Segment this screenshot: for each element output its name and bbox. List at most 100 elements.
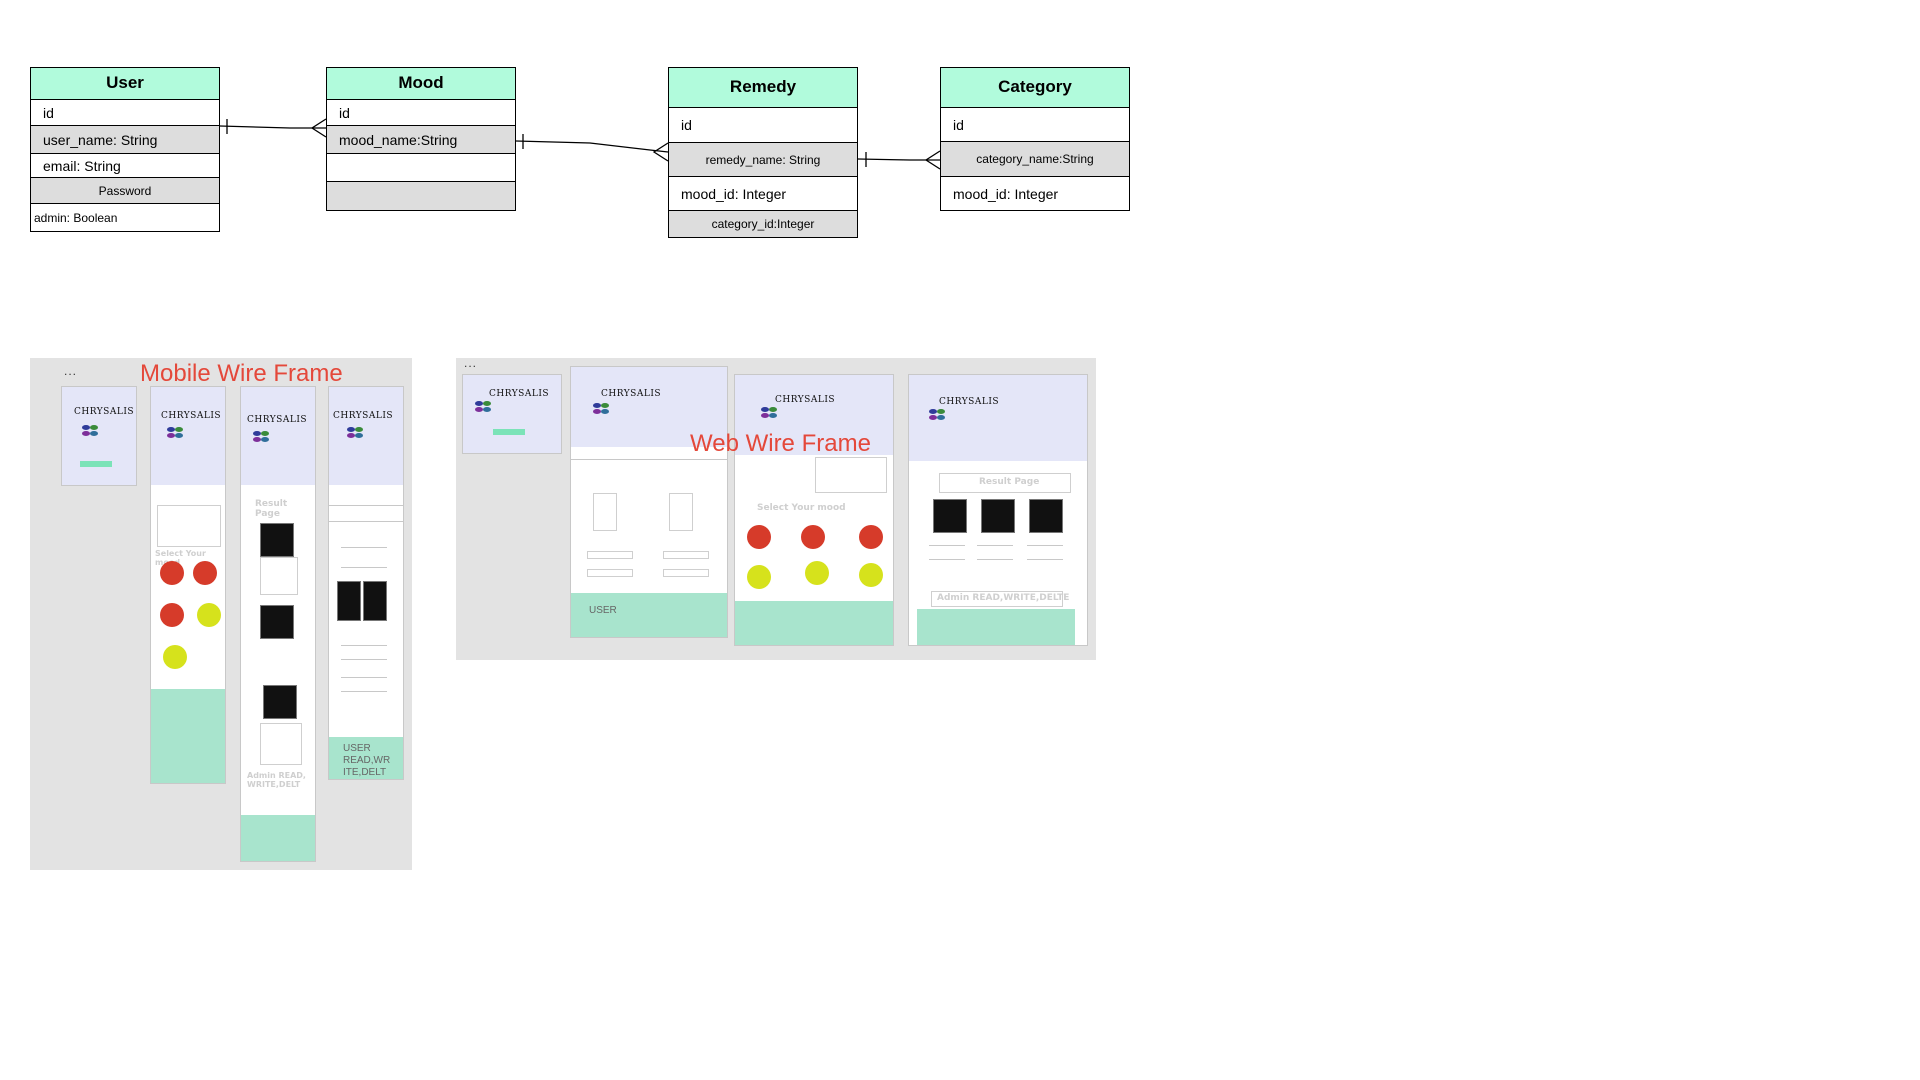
web-user-logo: CHRYSALIS [601,389,662,399]
remedy-field-categoryid: category_id:Integer [669,211,857,237]
mood-neutral-icon[interactable] [197,603,221,627]
web-mood-sad-icon[interactable] [801,525,825,549]
butterfly-icon [761,407,777,419]
mood-upset-icon[interactable] [160,603,184,627]
user-field-password: Password [31,178,219,204]
mood-field-moodname: mood_name:String [327,126,515,154]
mood-table-title: Mood [327,68,515,100]
web-result-banner [939,473,1071,493]
mobile-mood-image-placeholder [157,505,221,547]
web-mood-logo: CHRYSALIS [775,395,836,405]
mobile-landing-hero [62,387,136,485]
mood-angry-icon[interactable] [160,561,184,585]
web-frame-user: CHRYSALIS USER [570,366,728,638]
mobile-landing-logo: CHRYSALIS [74,407,135,417]
butterfly-icon [929,409,945,421]
web-menu-dots: ... [464,356,478,370]
mobile-frame-result: CHRYSALIS Result Page Admin READ, WRITE,… [240,386,316,862]
web-wireframe-label: Web Wire Frame [690,430,871,457]
web-result-image-2 [981,499,1015,533]
mobile-result-page-text: Result Page [255,499,288,519]
web-frame-result: CHRYSALIS Result Page Admin READ,WRITE,D… [908,374,1088,646]
user-image-2 [363,581,387,621]
mobile-user-text: USER READ,WR ITE,DELT [343,743,391,778]
mobile-user-hero [329,387,403,485]
mobile-user-logo: CHRYSALIS [333,411,394,421]
web-wireframe-panel: ... CHRYSALIS CHRYSALIS USER CHRYSALIS [456,356,1096,660]
web-mood-happy-icon[interactable] [859,563,883,587]
web-select-mood-text: Select Your mood [757,503,846,513]
mobile-mood-hero [151,387,225,485]
web-frame-mood: CHRYSALIS Select Your mood [734,374,894,646]
web-user-footer [571,593,727,637]
remedy-field-name: remedy_name: String [669,143,857,177]
result-image-1 [260,523,294,557]
mobile-frame-landing: CHRYSALIS [61,386,137,486]
butterfly-icon [347,427,363,439]
web-frame-landing: CHRYSALIS [462,374,562,454]
user-field-id: id [31,100,219,126]
user-table: User id user_name: String email: String … [30,67,220,232]
mood-sad-icon[interactable] [193,561,217,585]
web-user-image-2 [669,493,693,531]
result-image-3 [263,685,297,719]
mood-field-empty-1 [327,154,515,182]
mobile-user-footer [329,737,403,779]
category-field-id: id [941,108,1129,142]
category-field-name: category_name:String [941,142,1129,177]
result-card-3 [260,723,302,765]
butterfly-icon [167,427,183,439]
butterfly-icon [593,403,609,415]
user-mood-relation [219,118,327,138]
category-table: Category id category_name:String mood_id… [940,67,1130,211]
web-result-footer [917,609,1075,645]
mobile-result-logo: CHRYSALIS [247,415,308,425]
user-field-username: user_name: String [31,126,219,154]
web-admin-text: Admin READ,WRITE,DELTE [937,593,1070,603]
mobile-result-footer [241,815,315,861]
user-table-title: User [31,68,219,100]
web-user-text: USER [589,605,617,616]
mobile-landing-button[interactable] [80,461,112,467]
web-admin-banner [931,591,1063,607]
butterfly-icon [253,431,269,443]
web-landing-hero [463,375,561,453]
mood-field-empty-2 [327,182,515,210]
mood-happy-icon[interactable] [163,645,187,669]
mood-remedy-relation [515,134,669,162]
web-result-image-3 [1029,499,1063,533]
web-mood-footer [735,601,893,645]
web-mood-neutral-icon[interactable] [747,565,771,589]
remedy-category-relation [857,150,941,170]
web-result-image-1 [933,499,967,533]
result-card-1 [260,557,298,595]
web-mood-angry-icon[interactable] [747,525,771,549]
result-image-2 [260,605,294,639]
remedy-table: Remedy id remedy_name: String mood_id: I… [668,67,858,238]
web-mood-upset-icon[interactable] [859,525,883,549]
category-field-moodid: mood_id: Integer [953,185,1059,202]
er-relationships [219,118,941,170]
mobile-result-hero [241,387,315,485]
web-result-page-text: Result Page [979,477,1040,487]
user-field-admin: admin: Boolean [34,210,118,225]
mobile-admin-text: Admin READ, WRITE,DELT [247,771,306,789]
butterfly-icon [82,425,98,437]
mobile-wireframe-panel: ... CHRYSALIS CHRYSALIS Select Your mood… [30,358,412,870]
web-user-image-1 [593,493,617,531]
remedy-table-title: Remedy [669,68,857,108]
butterfly-icon [475,401,491,413]
web-landing-button[interactable] [493,429,525,435]
mobile-wireframe-label: Mobile Wire Frame [140,360,343,387]
web-mood-calm-icon[interactable] [805,561,829,585]
remedy-field-moodid: mood_id: Integer [669,177,857,211]
mood-field-id: id [327,100,515,126]
mobile-frame-mood: CHRYSALIS Select Your mood [150,386,226,784]
user-field-email: email: String [31,154,219,178]
remedy-field-id: id [669,108,857,143]
user-image-1 [337,581,361,621]
web-mood-image-placeholder [815,457,887,493]
mobile-mood-logo: CHRYSALIS [161,411,222,421]
mood-table: Mood id mood_name:String [326,67,516,211]
web-result-logo: CHRYSALIS [939,397,1000,407]
